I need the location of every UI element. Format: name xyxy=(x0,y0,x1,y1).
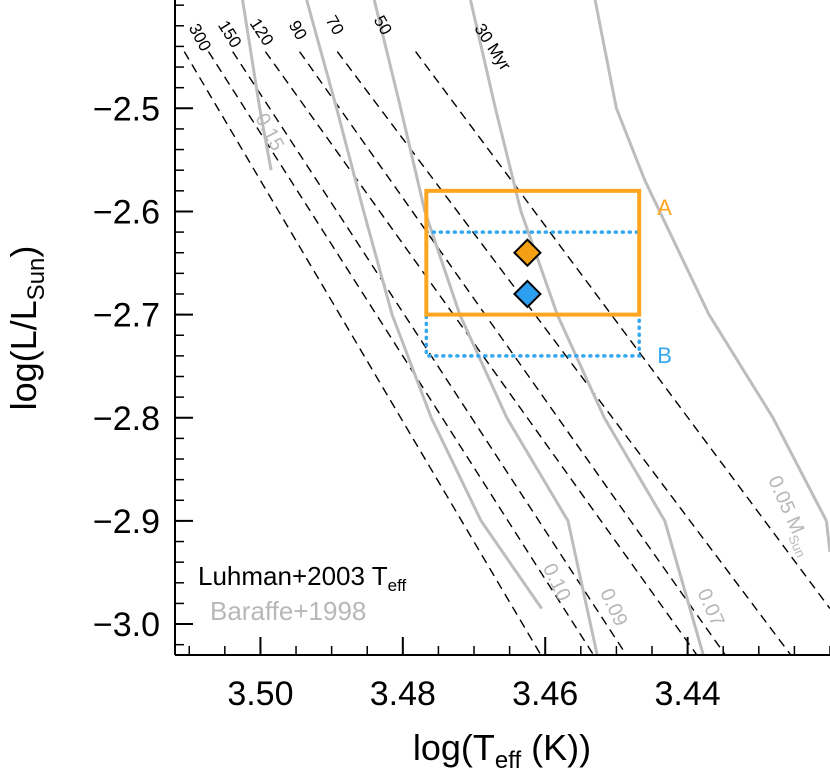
y-tick-label-2: −2.7 xyxy=(93,297,160,335)
isochrone-label-3: 90 xyxy=(285,17,311,43)
x-tick-label-2: 3.46 xyxy=(512,675,578,713)
mass-track-lines xyxy=(241,0,830,655)
box-label-A: A xyxy=(657,195,672,220)
box-label-B: B xyxy=(657,343,672,368)
isochrone-label-6: 30 Myr xyxy=(470,20,514,74)
y-tick-label-5: −3.0 xyxy=(93,606,160,644)
y-tick-label-4: −2.9 xyxy=(93,503,160,541)
isochrone-line-4 xyxy=(299,51,726,655)
data-point-0 xyxy=(513,238,542,268)
y-tick-label-0: −2.5 xyxy=(93,90,160,128)
legend-luhman: Luhman+2003 Teff xyxy=(198,561,406,595)
isochrone-label-1: 150 xyxy=(214,17,245,51)
mass-track-line-0 xyxy=(241,0,273,171)
isochrone-line-6 xyxy=(415,51,830,610)
mass-track-label-3: 0.07 xyxy=(693,585,729,630)
mass-track-label-2: 0.09 xyxy=(595,585,631,630)
y-tick-label-3: −2.8 xyxy=(93,400,160,438)
axes: 3.50 3.48 3.46 3.44 −2.5 −2.6 −2.7 −2.8 −2.9 −3.0 xyxy=(93,0,830,713)
isochrone-line-2 xyxy=(232,51,627,655)
temperature-boxes xyxy=(424,188,642,358)
isochrone-label-4: 70 xyxy=(322,12,348,38)
isochrone-lines xyxy=(183,51,830,655)
x-axis-title: log(Teff (K)) xyxy=(413,727,591,774)
isochrone-label-0: 300 xyxy=(185,20,215,54)
x-tick-label-0: 3.50 xyxy=(227,675,293,713)
isochrone-line-0 xyxy=(183,51,542,655)
isochrone-line-3 xyxy=(264,51,698,655)
isochrone-label-5: 50 xyxy=(370,12,396,38)
box-A xyxy=(424,188,642,317)
data-point-1 xyxy=(513,279,542,309)
x-tick-label-1: 3.48 xyxy=(370,675,436,713)
isochrone-line-5 xyxy=(336,51,792,655)
mass-track-label-0: 0.15 xyxy=(250,110,288,155)
y-tick-label-1: −2.6 xyxy=(93,193,160,231)
y-axis-title: log(L/LSun) xyxy=(3,246,50,411)
mass-track-line-1 xyxy=(305,0,543,610)
data-points xyxy=(513,238,542,309)
mass-track-line-4 xyxy=(593,0,830,553)
x-tick-label-3: 3.44 xyxy=(655,675,721,713)
legend-baraffe: Baraffe+1998 xyxy=(210,596,366,626)
